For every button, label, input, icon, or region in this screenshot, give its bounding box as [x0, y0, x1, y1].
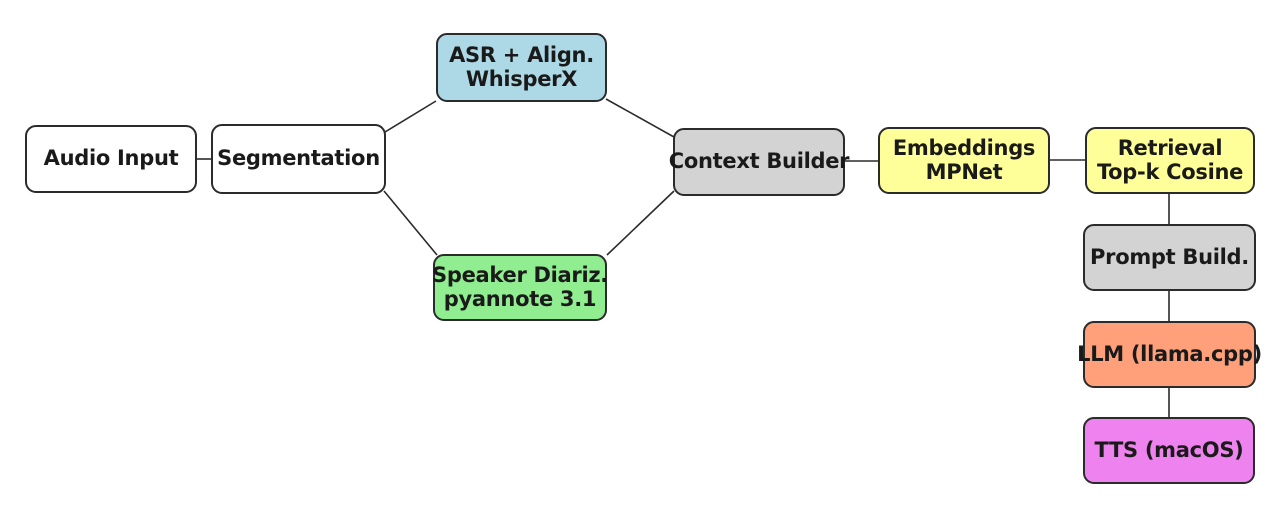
node-asr-whisperx-sublabel: WhisperX: [465, 66, 578, 91]
node-asr-whisperx: ASR + Align. WhisperX: [436, 33, 607, 102]
node-llm-llamacpp-label: LLM (llama.cpp): [1077, 341, 1262, 366]
node-embeddings-mpnet: Embeddings MPNet: [878, 127, 1050, 194]
node-asr-whisperx-label: ASR + Align.: [449, 42, 594, 67]
node-retrieval-topk-label: Retrieval: [1117, 135, 1223, 160]
edge-diarization-context: [606, 190, 675, 256]
node-audio-input: Audio Input: [25, 125, 197, 193]
node-llm-llamacpp: LLM (llama.cpp): [1077, 321, 1262, 388]
node-embeddings-mpnet-label: Embeddings: [892, 135, 1036, 160]
node-audio-input-label: Audio Input: [43, 146, 179, 171]
node-embeddings-mpnet-sublabel: MPNet: [925, 159, 1003, 184]
edge-asr-context: [605, 98, 675, 138]
node-speaker-diarization-label: Speaker Diariz.: [432, 262, 608, 287]
node-retrieval-topk-sublabel: Top-k Cosine: [1096, 159, 1244, 184]
node-segmentation: Segmentation: [211, 124, 386, 194]
node-context-builder: Context Builder: [669, 128, 850, 196]
edge-segmentation-diarization: [383, 190, 438, 256]
node-tts-macos-label: TTS (macOS): [1094, 437, 1244, 462]
node-context-builder-label: Context Builder: [668, 149, 850, 174]
node-prompt-builder: Prompt Build.: [1083, 224, 1256, 291]
node-retrieval-topk: Retrieval Top-k Cosine: [1085, 127, 1255, 194]
edge-segmentation-asr: [384, 100, 437, 133]
node-speaker-diarization: Speaker Diariz. pyannote 3.1: [432, 254, 608, 321]
node-prompt-builder-label: Prompt Build.: [1090, 244, 1249, 269]
node-tts-macos: TTS (macOS): [1083, 417, 1255, 484]
node-speaker-diarization-sublabel: pyannote 3.1: [443, 286, 597, 311]
node-segmentation-label: Segmentation: [217, 146, 380, 171]
